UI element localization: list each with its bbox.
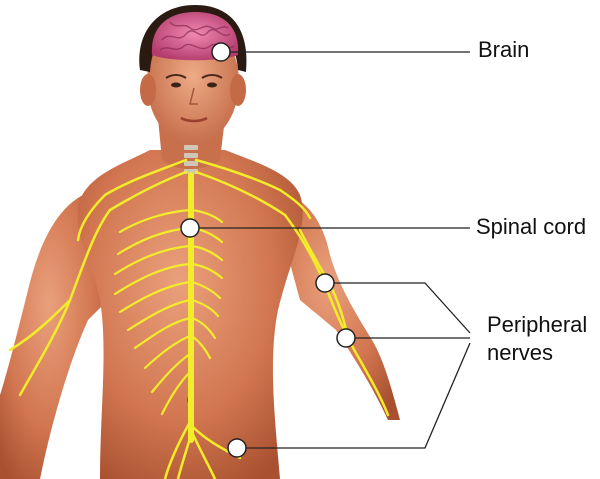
brachial-nerves xyxy=(8,158,390,417)
left-ear xyxy=(140,74,156,106)
label-peripheral-nerves: Peripheral nerves xyxy=(487,311,587,366)
nerve-network xyxy=(8,158,390,479)
leader-peripheral-3 xyxy=(237,342,471,449)
leader-lines xyxy=(190,51,471,449)
marker-brain xyxy=(211,42,231,62)
marker-peripheral-abdomen xyxy=(227,438,247,458)
intercostal-nerves-right xyxy=(190,208,224,360)
right-arm xyxy=(270,190,400,420)
cervical-vertebrae xyxy=(184,145,198,174)
marker-peripheral-arm-lower xyxy=(336,328,356,348)
human-figure xyxy=(0,5,400,479)
face-features xyxy=(165,74,223,123)
callout-markers xyxy=(180,42,356,458)
label-brain: Brain xyxy=(478,37,530,62)
marker-peripheral-arm-upper xyxy=(315,273,335,293)
right-ear xyxy=(230,74,246,106)
leader-peripheral-1 xyxy=(325,282,471,334)
label-peripheral-line2: nerves xyxy=(487,339,554,365)
label-peripheral-line1: Peripheral xyxy=(487,312,588,337)
label-spinal-cord: Spinal cord xyxy=(476,214,587,239)
marker-spinal-cord xyxy=(180,218,200,238)
